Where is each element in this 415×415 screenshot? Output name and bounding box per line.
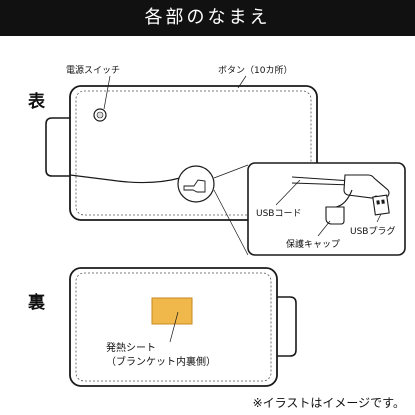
heating-sheet-label-line1: 発熱シート — [106, 343, 156, 354]
power-switch-inner — [96, 111, 104, 119]
back-handle — [268, 296, 297, 357]
usb-cord-label: USBコード — [256, 209, 302, 219]
detail-cord-2 — [291, 182, 353, 186]
back-side-label: 裏 — [28, 293, 45, 313]
usb-plug-slot-1 — [376, 200, 380, 205]
protective-cap — [325, 206, 345, 225]
button-leader — [237, 75, 247, 89]
back-stitching — [75, 272, 272, 382]
plug-leader — [376, 213, 382, 223]
usb-plug-slot-2 — [381, 199, 385, 204]
power-switch-label: 電源スイッチ — [66, 66, 121, 76]
detail-cord-1 — [291, 176, 353, 182]
heating-sheet-label-line2: （ブランケット内裏側） — [106, 357, 216, 368]
back-body — [69, 267, 278, 387]
cap-leader — [317, 220, 331, 237]
protective-cap-label: 保護キャップ — [286, 240, 341, 250]
illustration-note: ※イラストはイメージです。 — [252, 396, 405, 410]
usb-cord-leader — [275, 179, 301, 206]
usb-plug-tip — [372, 194, 390, 216]
front-side-label: 表 — [28, 92, 45, 112]
heating-sheet-leader — [169, 311, 179, 343]
page-title: 各部のなまえ — [144, 7, 271, 28]
heating-sheet-label: 発熱シート （ブランケット内裏側） — [106, 342, 216, 370]
front-cord — [69, 174, 181, 184]
front-handle — [45, 117, 76, 177]
zoom-line-bottom — [213, 189, 249, 256]
usb-plug-label: USBプラグ — [350, 227, 396, 237]
usb-plug-body — [343, 174, 390, 200]
power-switch-leader — [103, 75, 111, 110]
zoom-line-top — [213, 164, 249, 179]
heating-sheet — [151, 297, 193, 325]
header-bar — [0, 0, 415, 36]
connector-small — [183, 179, 206, 193]
button-label: ボタン（10カ所） — [218, 66, 293, 76]
front-stitching — [75, 90, 312, 216]
